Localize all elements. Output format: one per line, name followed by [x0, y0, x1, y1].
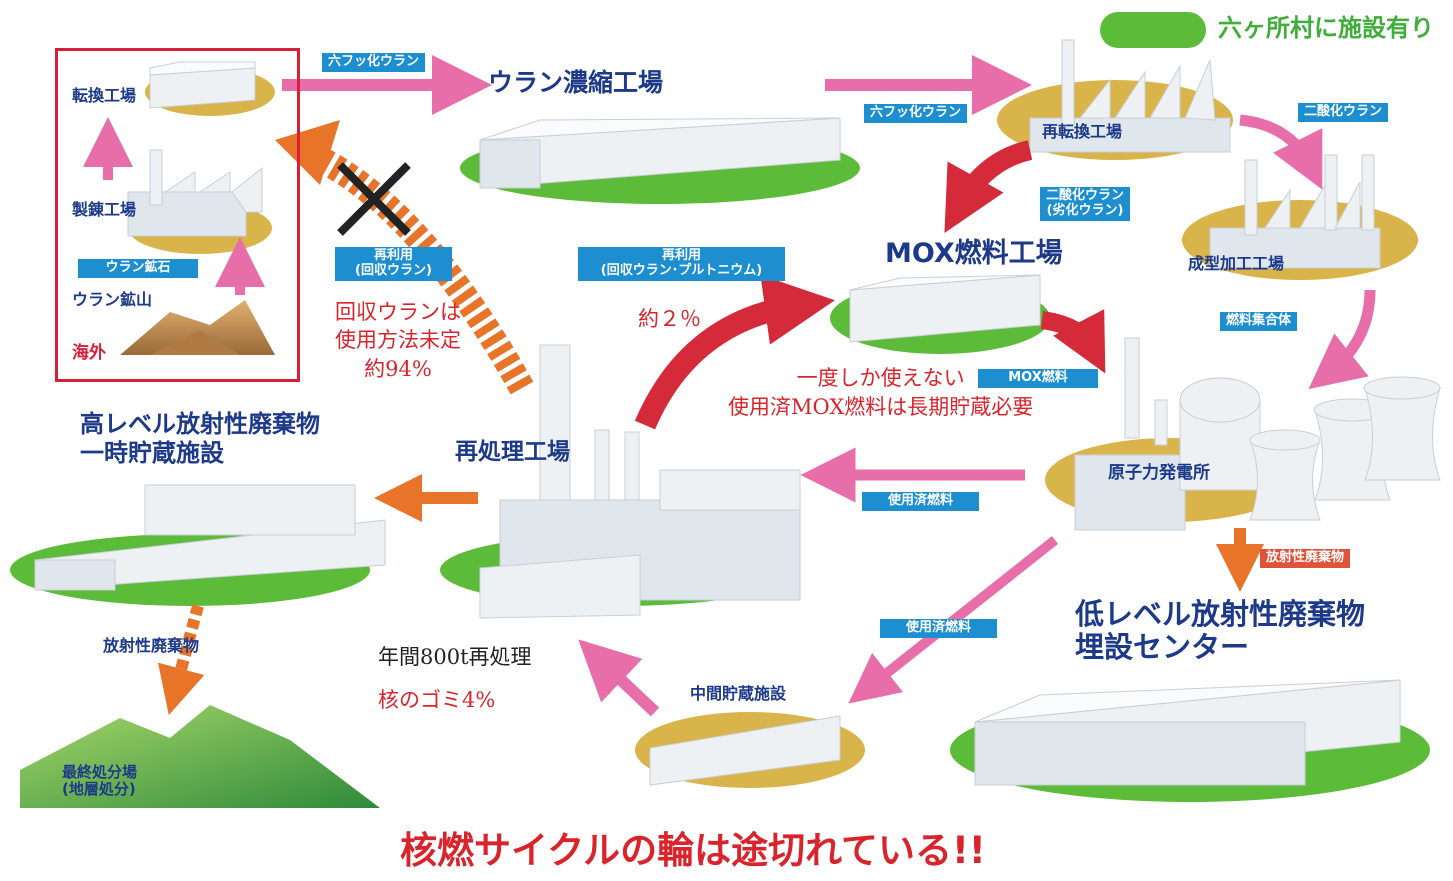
conversion-plant-label: 転換工場: [72, 86, 137, 105]
uf6-tag-2: 六フッ化ウラン: [864, 104, 968, 123]
overseas-box: [55, 48, 300, 382]
npp-label: 原子力発電所: [1108, 463, 1210, 483]
annual-reprocessing-note: 年間800t再処理: [378, 645, 532, 669]
reuse-u-pu-tag: 再利用 (回収ウラン･プルトニウム): [578, 247, 785, 281]
radioactive-waste-tag: 放射性廃棄物: [1260, 549, 1351, 568]
waste-4pct-note: 核のゴミ4%: [378, 688, 496, 712]
overseas-label: 海外: [72, 343, 106, 363]
uf6-tag-1: 六フッ化ウラン: [322, 53, 426, 72]
fuel-assembly-tag: 燃料集合体: [1220, 312, 1298, 331]
hlw-storage-label: 高レベル放射性廃棄物 一時貯蔵施設: [80, 410, 320, 467]
uranium-ore-tag: ウラン鉱石: [78, 259, 198, 278]
mox-plant-label: MOX燃料工場: [885, 238, 1063, 269]
final-disposal-label: 最終処分場 (地層処分): [62, 763, 138, 798]
spent-fuel-tag-1: 使用済燃料: [862, 492, 979, 511]
llw-center-label: 低レベル放射性廃棄物 埋設センター: [1075, 597, 1366, 665]
legend-label: 六ヶ所村に施設有り: [1218, 14, 1434, 42]
reconversion-plant-label: 再転換工場: [1042, 122, 1123, 141]
flow-arrows: [83, 55, 1376, 717]
reuse-uranium-tag: 再利用 (回収ウラン): [335, 247, 452, 281]
mox-once-note: 一度しか使えない 使用済MOX燃料は長期貯蔵必要: [728, 366, 1034, 420]
uranium-mine-label: ウラン鉱山: [72, 290, 153, 309]
reprocessing-plant-label: 再処理工場: [455, 439, 570, 465]
uo2-tag: 二酸化ウラン: [1298, 103, 1389, 122]
enrichment-plant-label: ウラン濃縮工場: [488, 68, 664, 97]
depleted-uranium-tag: 二酸化ウラン (劣化ウラン): [1040, 187, 1131, 221]
interim-storage-label: 中間貯蔵施設: [690, 684, 787, 703]
mountains: [20, 300, 380, 808]
mox-fuel-tag: MOX燃料: [978, 369, 1098, 388]
legend-swatch: [1100, 12, 1206, 48]
refinery-label: 製錬工場: [72, 200, 137, 219]
waste-label: 放射性廃棄物: [103, 636, 200, 655]
recovered-uranium-note: 回収ウランは 使用方法未定 約94%: [335, 300, 461, 381]
spent-fuel-tag-2: 使用済燃料: [880, 619, 997, 638]
buildings: [34, 39, 1441, 786]
headline: 核燃サイクルの輪は途切れている!!: [400, 829, 986, 872]
fabrication-plant-label: 成型加工工場: [1188, 254, 1285, 273]
about-2pct-note: 約２％: [638, 307, 701, 331]
